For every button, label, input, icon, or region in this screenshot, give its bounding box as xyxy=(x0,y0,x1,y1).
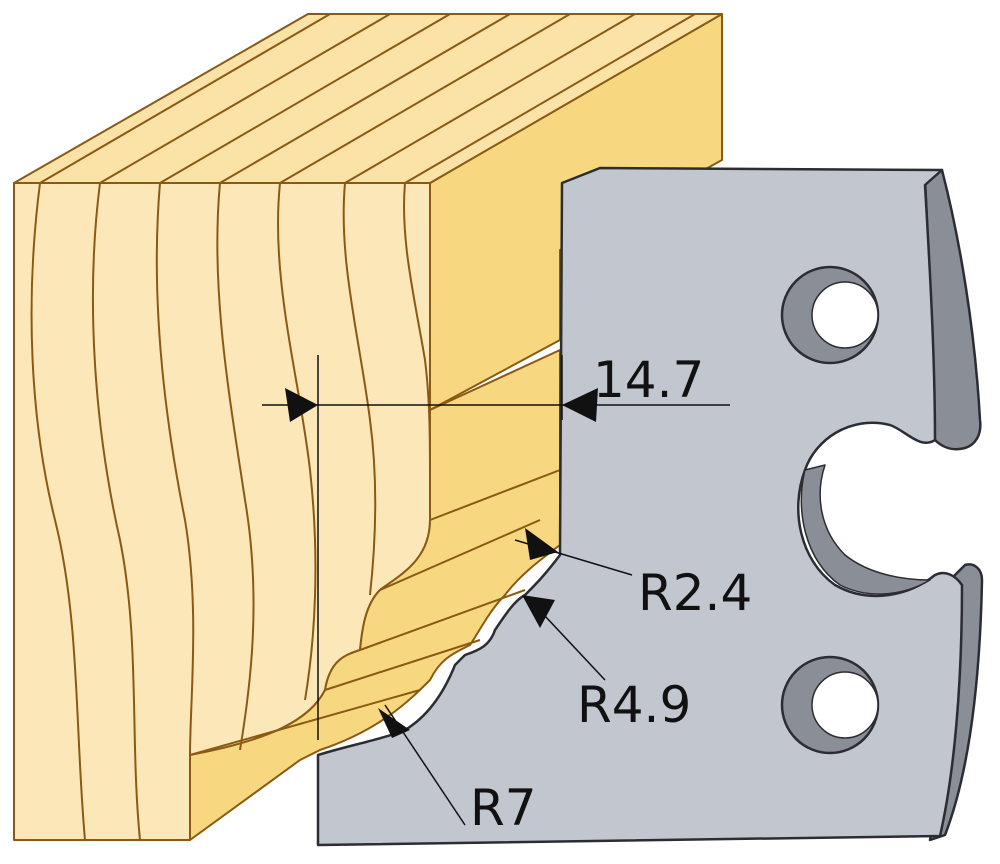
radius-r24-label: R2.4 xyxy=(638,564,752,622)
profile-ridge-3 xyxy=(359,589,526,651)
center-slot-bevel xyxy=(800,464,931,595)
grain-line-4 xyxy=(216,182,255,751)
grain-line-2 xyxy=(91,182,141,841)
grain-line-5 xyxy=(277,182,317,701)
top-grain-6 xyxy=(344,13,636,184)
top-grain-5 xyxy=(279,13,571,184)
arrow-r49 xyxy=(522,595,555,628)
arrow-width-left xyxy=(285,388,318,422)
wood-block xyxy=(13,13,723,841)
grain-line-1 xyxy=(30,182,86,841)
top-grain-3 xyxy=(159,13,451,184)
width-dimension-label: 14.7 xyxy=(593,351,704,409)
profile-ridge-2 xyxy=(379,519,541,591)
dimension-arrows xyxy=(285,388,598,738)
grain-line-6 xyxy=(342,182,377,596)
top-grain-2 xyxy=(99,13,391,184)
profile-ridge-5 xyxy=(189,689,421,756)
radius-r7-label: R7 xyxy=(470,779,537,837)
top-grain-1 xyxy=(39,13,331,184)
arrow-r24 xyxy=(525,528,558,560)
profile-ridge-4 xyxy=(324,639,481,691)
arrow-width-right xyxy=(562,388,598,422)
radius-r49-label: R4.9 xyxy=(577,676,691,734)
top-grain-7 xyxy=(404,13,696,184)
grain-line-3 xyxy=(155,182,195,756)
arrow-r7 xyxy=(378,708,410,738)
mounting-hole-lower-inner xyxy=(811,671,879,739)
steel-knife xyxy=(316,166,984,847)
profile-ridge-1 xyxy=(429,469,561,521)
mounting-hole-upper-inner xyxy=(811,281,879,349)
top-grain-4 xyxy=(219,13,511,184)
wood-profile-strip xyxy=(189,349,561,841)
grain-line-7 xyxy=(403,182,431,481)
wood-grain xyxy=(30,13,696,841)
